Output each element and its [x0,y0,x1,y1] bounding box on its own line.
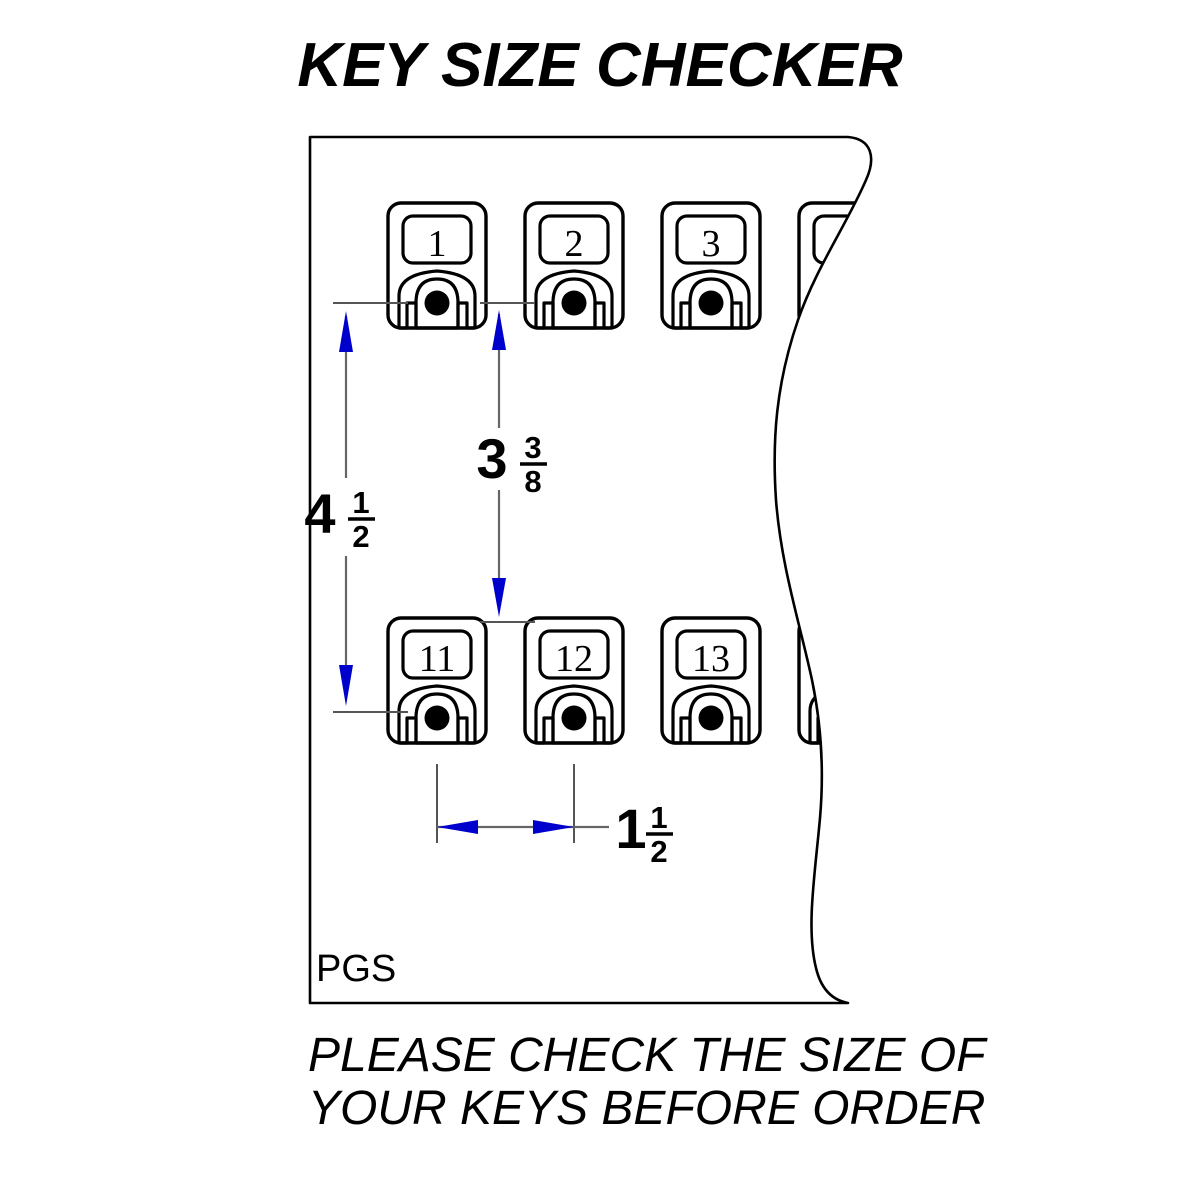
dimension-label-overall-height: 4 1 2 [304,482,375,554]
svg-text:1: 1 [650,800,667,835]
key-label: 1 [428,223,447,265]
svg-text:3: 3 [524,430,541,465]
key-cell[interactable]: 11 [386,616,488,745]
dimension-key-pitch: 1 1 2 [436,764,673,869]
key-row-top: 1 2 3 [386,201,897,330]
caption-line-1: PLEASE CHECK THE SIZE OF [308,1029,988,1082]
key-cell[interactable]: 12 [523,616,625,745]
key-cell[interactable]: 2 [523,201,625,330]
dimension-row-spacing: 3 3 8 [476,302,547,623]
svg-text:2: 2 [650,834,667,869]
key-cell-clipped[interactable] [797,616,897,745]
svg-text:8: 8 [524,464,541,499]
key-label: 2 [565,223,584,265]
arrowhead-right-icon [533,820,574,834]
svg-text:1: 1 [352,485,369,520]
page-title: KEY SIZE CHECKER [297,31,902,100]
svg-text:2: 2 [352,519,369,554]
dimension-overall-height: 4 1 2 [304,302,408,713]
dimension-label-key-pitch: 1 1 2 [615,797,673,869]
key-cell[interactable]: 3 [660,201,762,330]
key-label: 11 [419,638,456,680]
arrowhead-down-icon [492,578,506,617]
dimension-label-row-spacing: 3 3 8 [476,427,547,499]
card-body-fill [310,137,872,1003]
key-cell-clipped[interactable] [797,201,897,330]
maker-mark: PGS [316,948,396,990]
caption-line-2: YOUR KEYS BEFORE ORDER [308,1082,985,1135]
key-grid: 1 2 3 11 [386,201,897,745]
key-cell[interactable]: 1 [386,201,488,330]
key-label: 3 [702,223,721,265]
key-label: 12 [555,638,593,680]
key-row-bottom: 11 12 13 [386,616,897,745]
svg-text:1: 1 [615,797,646,860]
arrowhead-up-icon [339,311,353,352]
card-outline [308,135,873,1005]
key-label: 13 [692,638,730,680]
svg-text:4: 4 [304,482,335,545]
arrowhead-left-icon [437,820,478,834]
arrowhead-down-icon [339,665,353,706]
key-cell[interactable]: 13 [660,616,762,745]
svg-text:3: 3 [476,427,507,490]
arrowhead-up-icon [492,310,506,350]
